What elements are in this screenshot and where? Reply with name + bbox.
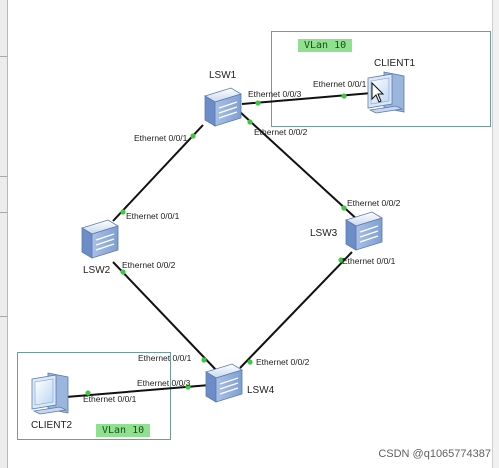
port-label-client2-e001: Ethernet 0/0/1: [83, 394, 137, 404]
device-label-lsw4: LSW4: [247, 385, 275, 396]
link-lsw2-lsw4: [112, 261, 219, 373]
vlan-tag-top: VLan 10: [298, 39, 353, 52]
pc-icon-client2[interactable]: [31, 372, 69, 415]
port-label-lsw1-e003: Ethernet 0/0/3: [248, 89, 302, 99]
device-label-client1: CLIENT1: [374, 58, 416, 69]
switch-icon-lsw1[interactable]: [204, 87, 242, 127]
port-label-client1-e001: Ethernet 0/0/1: [313, 79, 367, 89]
watermark: CSDN @q1065774387: [378, 448, 491, 460]
switch-icon-lsw4[interactable]: [205, 363, 243, 403]
link-lsw1-lsw2: [112, 124, 204, 222]
port-label-lsw4-e003: Ethernet 0/0/3: [137, 378, 191, 388]
vlan-tag-bottom: VLan 10: [96, 424, 151, 437]
port-label-lsw4-e001: Ethernet 0/0/1: [138, 353, 192, 363]
vlan-group-top: [271, 31, 491, 127]
device-label-client2: CLIENT2: [31, 420, 73, 431]
link-lsw3-lsw4: [239, 251, 353, 369]
link-lsw1-client1: [241, 92, 373, 105]
mouse-cursor-icon: [371, 81, 385, 103]
port-label-lsw3-e001: Ethernet 0/0/1: [342, 256, 396, 266]
device-label-lsw2: LSW2: [83, 265, 111, 276]
port-label-lsw3-e002: Ethernet 0/0/2: [347, 198, 401, 208]
switch-icon-lsw3[interactable]: [345, 211, 383, 251]
device-label-lsw3: LSW3: [310, 228, 338, 239]
port-label-lsw4-e002: Ethernet 0/0/2: [256, 357, 310, 367]
port-label-lsw2-e002: Ethernet 0/0/2: [122, 260, 176, 270]
right-panel-edge: [492, 0, 499, 468]
switch-icon-lsw2[interactable]: [81, 219, 119, 259]
left-panel-edge: [0, 0, 8, 468]
port-label-lsw1-e001: Ethernet 0/0/1: [134, 133, 188, 143]
link-lsw1-lsw3: [239, 111, 361, 223]
device-label-lsw1: LSW1: [209, 70, 237, 81]
port-label-lsw2-e001: Ethernet 0/0/1: [126, 211, 180, 221]
vlan-group-bottom: [17, 352, 171, 440]
port-label-lsw1-e002: Ethernet 0/0/2: [254, 127, 308, 137]
port-indicators: [85, 93, 347, 396]
